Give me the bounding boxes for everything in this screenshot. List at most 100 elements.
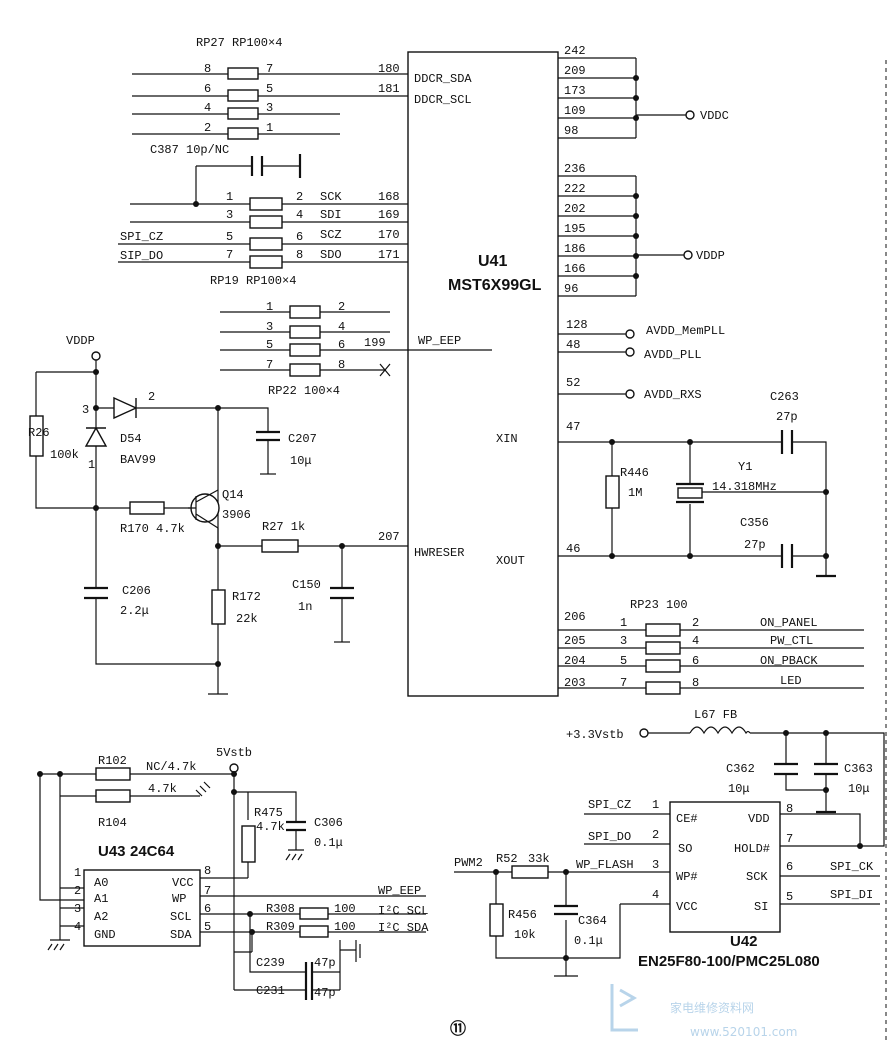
u43-pin-n5: 5 (204, 920, 211, 934)
u42-pin-vdd: VDD (748, 812, 770, 826)
c362-ref: C362 (726, 762, 755, 776)
vddp-pin-3: 202 (564, 202, 586, 216)
c231-ref: C231 (256, 984, 285, 998)
u42-pin-n8: 8 (786, 802, 793, 816)
rp27-pin-l3: 4 (204, 101, 211, 115)
c356-ref: C356 (740, 516, 769, 530)
r102-val: NC/4.7k (146, 760, 196, 774)
r172-ref: R172 (232, 590, 261, 604)
vddp-pin-4: 195 (564, 222, 586, 236)
c263-ref: C263 (770, 390, 799, 404)
d54-pin1: 1 (88, 458, 95, 472)
rp19-pin-l3: 5 (226, 230, 233, 244)
pll-pin-48: 48 (566, 338, 580, 352)
vddp-pin-6: 166 (564, 262, 586, 276)
ctl-pin-204: 204 (564, 654, 586, 668)
watermark-url: www.520101.com (690, 1025, 797, 1039)
c356-val: 27p (744, 538, 766, 552)
rp23-pin-r3: 6 (692, 654, 699, 668)
rp22-pin-r3: 6 (338, 338, 345, 352)
u41-xin-name: XIN (496, 432, 518, 446)
c387-block: C387 10p/NC (150, 143, 302, 204)
u41-pin-name-180: DDCR_SDA (414, 72, 472, 86)
r26-ref: R26 (28, 426, 50, 440)
u41-ref: U41 (478, 253, 507, 270)
u42-pin-n2: 2 (652, 828, 659, 842)
c364-val: 0.1μ (574, 934, 603, 948)
u43-v5: 5Vstb (216, 746, 252, 760)
u41-pin-num-169: 169 (378, 208, 400, 222)
u42-pin-ce: CE# (676, 812, 698, 826)
u43-scl-net: I²C SCL (378, 904, 428, 918)
u43-wp-net: WP_EEP (378, 884, 421, 898)
watermark-text: 家电维修资料网 (670, 1000, 754, 1015)
u42-part: EN25F80-100/PMC25L080 (638, 953, 820, 970)
u43-pin-n2: 2 (74, 884, 81, 898)
c207-ref: C207 (288, 432, 317, 446)
pll-pin-128: 128 (566, 318, 588, 332)
r102-ref: R102 (98, 754, 127, 768)
rp19-net-sdi: SDI (320, 208, 342, 222)
u43-sda-net: I²C SDA (378, 921, 429, 935)
c363-val: 10μ (848, 782, 870, 796)
u42-net-spi-do: SPI_DO (588, 830, 631, 844)
u42-net-spi-ck: SPI_CK (830, 860, 874, 874)
u41-pin-name-207: HWRESER (414, 546, 464, 560)
c206-ref: C206 (122, 584, 151, 598)
u43-pin-n1: 1 (74, 866, 81, 880)
c207-val: 10μ (290, 454, 312, 468)
vddp-pin-2: 222 (564, 182, 586, 196)
rp27-pin-r4: 1 (266, 121, 273, 135)
r309-val: 100 (334, 920, 356, 934)
rp22-pin-l1: 1 (266, 300, 273, 314)
u42-pin-vcc: VCC (676, 900, 698, 914)
vddc-pin-1: 242 (564, 44, 586, 58)
rp19-block: 1 3 5 7 2 4 6 8 SCK SDI SCZ SDO SPI_CZ S… (118, 190, 408, 288)
q14-ref: Q14 (222, 488, 244, 502)
rp19-pin-l4: 7 (226, 248, 233, 262)
u41-pin-num-170: 170 (378, 228, 400, 242)
d54-pin3: 3 (82, 403, 89, 417)
page-number: ⑪ (450, 1019, 466, 1038)
rp27-pin-l1: 8 (204, 62, 211, 76)
r308-val: 100 (334, 902, 356, 916)
u42-pin-n1: 1 (652, 798, 659, 812)
u41-block: U41 MST6X99GL DDCR_SDA DDCR_SCL 180 181 … (364, 44, 729, 697)
u42-pin-n6: 6 (786, 860, 793, 874)
c364-ref: C364 (578, 914, 607, 928)
rp27-pin-l2: 6 (204, 82, 211, 96)
u42-pin-n4: 4 (652, 888, 659, 902)
pll-net-rxs: AVDD_RXS (644, 388, 702, 402)
ctl-pin-205: 205 (564, 634, 586, 648)
u43-pin-a0: A0 (94, 876, 108, 890)
u42-pin-sck: SCK (746, 870, 768, 884)
r27-label: R27 1k (262, 520, 305, 534)
d54-pin2: 2 (148, 390, 155, 404)
rp27-block: RP27 RP100×4 8 6 4 2 7 5 3 1 (132, 36, 408, 140)
u42-pin-hold: HOLD# (734, 842, 770, 856)
vddp-pin-1: 236 (564, 162, 586, 176)
u43-pin-sda: SDA (170, 928, 192, 942)
r456-ref: R456 (508, 908, 537, 922)
u43-pin-a1: A1 (94, 892, 108, 906)
u41-pin-num-171: 171 (378, 248, 400, 262)
rp22-label: RP22 100×4 (268, 384, 340, 398)
u42-net-wp-flash: WP_FLASH (576, 858, 634, 872)
u42-pin-n5: 5 (786, 890, 793, 904)
u42-pin-wp: WP# (676, 870, 698, 884)
r475-val: 4.7k (256, 820, 285, 834)
rp19-pin-r4: 8 (296, 248, 303, 262)
c306-val: 0.1μ (314, 836, 343, 850)
u41-pin-num-199: 199 (364, 336, 386, 350)
rp19-label: RP19 RP100×4 (210, 274, 296, 288)
r172-val: 22k (236, 612, 258, 626)
q14-part: 3906 (222, 508, 251, 522)
rp22-pin-l3: 5 (266, 338, 273, 352)
vddc-pin-5: 98 (564, 124, 578, 138)
rp22-pin-r1: 2 (338, 300, 345, 314)
r446-ref: R446 (620, 466, 649, 480)
c150-ref: C150 (292, 578, 321, 592)
u41-pin-num-168: 168 (378, 190, 400, 204)
u42-pin-n3: 3 (652, 858, 659, 872)
rp27-pin-r2: 5 (266, 82, 273, 96)
